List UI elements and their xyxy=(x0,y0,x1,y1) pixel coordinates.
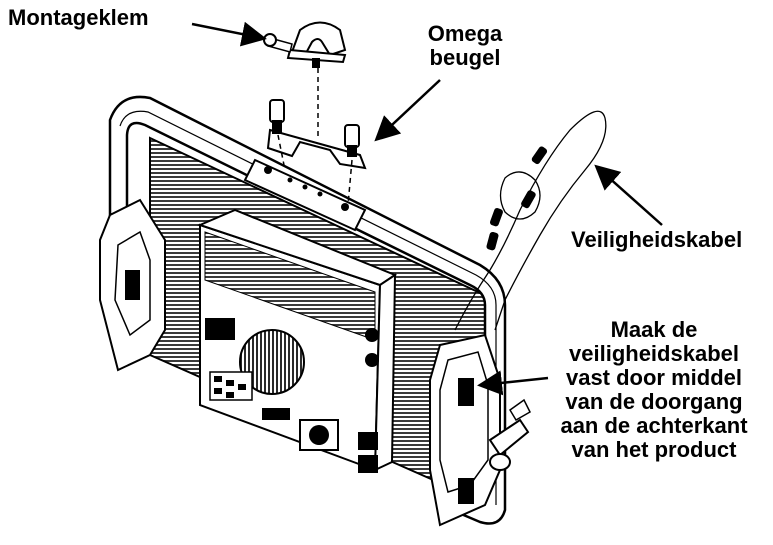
instruction-label: Maak de veiligheidskabel vast door midde… xyxy=(536,318,772,462)
cable-arrow xyxy=(594,164,663,226)
safety-cable-label: Veiligheidskabel xyxy=(571,227,743,252)
omega-bracket-label: Omega beugel xyxy=(410,22,520,70)
omega-bracket-label-line: Omega xyxy=(427,21,503,46)
instruction-line: van de doorgang xyxy=(565,389,743,414)
instruction-line: Maak de xyxy=(610,317,698,342)
instruction-line: vast door middel xyxy=(565,365,743,390)
instruction-line: van het product xyxy=(571,437,737,462)
clamp-arrow xyxy=(191,21,267,47)
instruction-line: veiligheidskabel xyxy=(569,341,739,366)
omega-bracket-label-line: beugel xyxy=(429,45,501,70)
safety-cable-icon xyxy=(454,110,607,331)
mounting-clamp-label: Montageklem xyxy=(8,5,149,30)
fixture-icon xyxy=(99,95,531,527)
passage-arrow xyxy=(477,370,549,396)
omega-bracket-icon xyxy=(266,99,367,170)
mounting-clamp-icon xyxy=(263,21,347,68)
instruction-line: aan de achterkant xyxy=(560,413,748,438)
omega-arrow xyxy=(374,79,441,142)
